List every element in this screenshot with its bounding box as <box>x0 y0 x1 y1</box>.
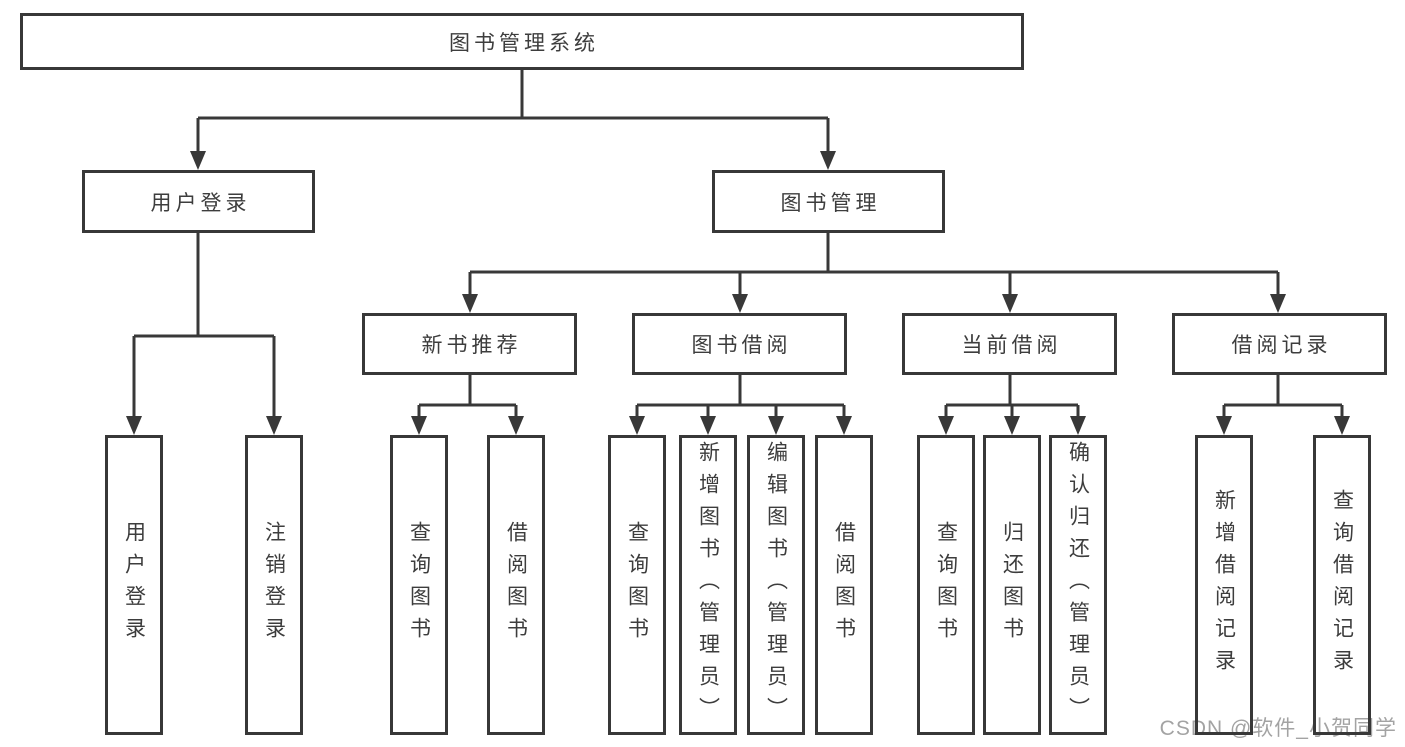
leaf-label: 注销登录 <box>262 521 286 649</box>
leaf-box-borrow-books: 借阅图书 <box>815 435 873 735</box>
leaf-label: 借阅图书 <box>832 521 856 649</box>
leaf-label: 归还图书 <box>1000 521 1024 649</box>
leaf-label: 查询借阅记录 <box>1330 489 1354 681</box>
level3-label: 新书推荐 <box>421 334 522 357</box>
leaf-box-borrow-books-recommend: 借阅图书 <box>487 435 545 735</box>
level3-label: 当前借阅 <box>961 334 1062 357</box>
leaf-label: 新增借阅记录 <box>1212 489 1236 681</box>
leaf-box-user-login: 用户登录 <box>105 435 163 735</box>
leaf-label: 查询图书 <box>934 521 958 649</box>
leaf-box-query-books-recommend: 查询图书 <box>390 435 448 735</box>
level2-label: 图书管理 <box>780 191 881 215</box>
leaf-box-confirm-return-admin: 确认归还（管理员） <box>1049 435 1107 735</box>
level2-label: 用户登录 <box>150 191 251 215</box>
level3-box-current-borrowing: 当前借阅 <box>902 313 1117 375</box>
leaf-box-add-borrow-record: 新增借阅记录 <box>1195 435 1253 735</box>
leaf-label: 查询图书 <box>407 521 431 649</box>
leaf-label: 新增图书（管理员） <box>696 441 720 729</box>
leaf-label: 确认归还（管理员） <box>1066 441 1090 729</box>
level3-label: 图书借阅 <box>691 334 792 357</box>
leaf-label: 查询图书 <box>625 521 649 649</box>
leaf-box-add-books-admin: 新增图书（管理员） <box>679 435 737 735</box>
leaf-label: 编辑图书（管理员） <box>764 441 788 729</box>
leaf-box-query-books-borrowing: 查询图书 <box>608 435 666 735</box>
level2-box-book-management: 图书管理 <box>712 170 945 233</box>
leaf-label: 借阅图书 <box>504 521 528 649</box>
leaf-box-logout: 注销登录 <box>245 435 303 735</box>
root-box-library-system: 图书管理系统 <box>20 13 1024 70</box>
csdn-watermark: CSDN @软件_小贺同学 <box>1159 717 1397 740</box>
level3-box-borrow-records: 借阅记录 <box>1172 313 1387 375</box>
level2-box-user-login: 用户登录 <box>82 170 315 233</box>
leaf-box-query-books-current: 查询图书 <box>917 435 975 735</box>
leaf-box-return-books: 归还图书 <box>983 435 1041 735</box>
leaf-box-edit-books-admin: 编辑图书（管理员） <box>747 435 805 735</box>
level3-box-book-borrowing: 图书借阅 <box>632 313 847 375</box>
level3-label: 借阅记录 <box>1231 334 1332 357</box>
leaf-label: 用户登录 <box>122 521 146 649</box>
level3-box-new-book-recommend: 新书推荐 <box>362 313 577 375</box>
root-label: 图书管理系统 <box>449 31 599 55</box>
leaf-box-query-borrow-record: 查询借阅记录 <box>1313 435 1371 735</box>
